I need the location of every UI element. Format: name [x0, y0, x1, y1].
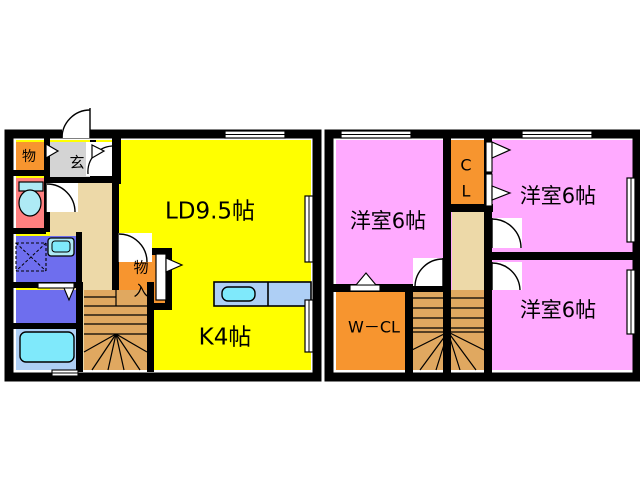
wall-2f-left-bedroom-right — [443, 138, 451, 288]
wall-2f-cl-bottom — [443, 204, 493, 212]
stairs-2f-treads — [411, 297, 485, 371]
wall-shoebox-bottom — [90, 176, 120, 183]
entry-storage-door-arrow — [45, 142, 60, 160]
exterior-wall-2f — [324, 129, 640, 382]
wall-2f-stair-mid — [443, 284, 451, 374]
wall-genkan-bottom — [46, 177, 116, 183]
wall-2f-landing-right — [484, 208, 492, 374]
first-floor-plan: LD9.5帖 K4帖 物 玄 物 入 — [4, 108, 322, 382]
window-1f-top — [224, 130, 286, 139]
door-2f-left-bedroom — [413, 258, 444, 287]
window-2f-right-upper — [626, 177, 636, 243]
cl-closet-door-arrows — [485, 141, 512, 207]
walk-in-closet-fill — [336, 290, 408, 370]
wall-stairs-right — [147, 282, 154, 372]
window-1f-bath-bottom — [51, 369, 79, 377]
cl-closet-label-line1: C — [460, 156, 471, 175]
door-2f-bottom-right-bedroom — [491, 262, 522, 291]
window-1f-right-upper — [304, 195, 314, 263]
stairs-1f-treads — [83, 290, 148, 371]
storage-closet-label-line2: 入 — [133, 282, 148, 300]
genkan-door-icon — [86, 142, 113, 176]
washing-machine-space — [15, 242, 47, 272]
kitchen-room-label: K4帖 — [199, 325, 252, 351]
window-1f-right-lower — [304, 299, 314, 353]
bedroom-top-right-label: 洋室6帖 — [520, 184, 596, 208]
cl-closet-label-line2: L — [462, 182, 471, 201]
wall-2f-wcl-right — [405, 284, 413, 374]
storage-closet-door-icon — [155, 253, 184, 301]
bedroom-bottom-right-label: 洋室6帖 — [520, 298, 596, 322]
wall-2f-left-bedroom-bottom — [333, 284, 445, 292]
wcl-door-icon — [349, 272, 381, 292]
genkan-label: 玄 — [69, 154, 84, 172]
second-floor-plan: 洋室6帖 洋室6帖 洋室6帖 C L W－CL — [324, 129, 640, 382]
wall-closet-left — [112, 248, 119, 310]
washing-machine-x2 — [15, 242, 47, 272]
kitchen-sink-icon — [221, 286, 256, 302]
exterior-wall-1f — [4, 129, 322, 382]
window-2f-right-lower — [626, 269, 636, 335]
wall-toilet-bottom — [13, 228, 46, 234]
washroom-door-icon — [45, 183, 78, 213]
wall-closet-right — [165, 248, 172, 310]
walk-in-closet-label: W－CL — [348, 318, 400, 337]
wall-bath-top — [13, 323, 79, 329]
entrance-door-icon — [61, 108, 91, 139]
wall-ld-left-mid — [112, 186, 119, 228]
window-2f-left-bedroom-top — [340, 130, 412, 139]
window-2f-right-bedroom-top — [521, 130, 593, 139]
washbasin-fixture — [47, 237, 75, 257]
cl-closet-fill — [450, 140, 486, 208]
shoebox-door-arrow — [91, 144, 106, 160]
wall-genkan-bottom-2 — [46, 177, 66, 183]
ld-room-label: LD9.5帖 — [165, 199, 255, 225]
wall-stairs-left — [76, 282, 83, 372]
hall-to-ld-door-icon — [117, 233, 152, 263]
bathtub-fixture — [19, 331, 75, 363]
entry-storage-label: 物 — [22, 149, 36, 165]
entry-storage-fill — [16, 142, 45, 172]
bedroom-left-label: 洋室6帖 — [350, 209, 426, 233]
storage-closet-label-line1: 物 — [133, 259, 148, 277]
wall-entry-storage-bottom — [13, 170, 46, 176]
door-2f-top-right-bedroom — [491, 218, 522, 249]
wall-2f-right-bedrooms-divider — [484, 252, 634, 260]
toilet-fixture — [18, 181, 44, 217]
washroom-folding-door-icon — [37, 282, 75, 302]
kitchen-counter-outline — [213, 281, 312, 307]
